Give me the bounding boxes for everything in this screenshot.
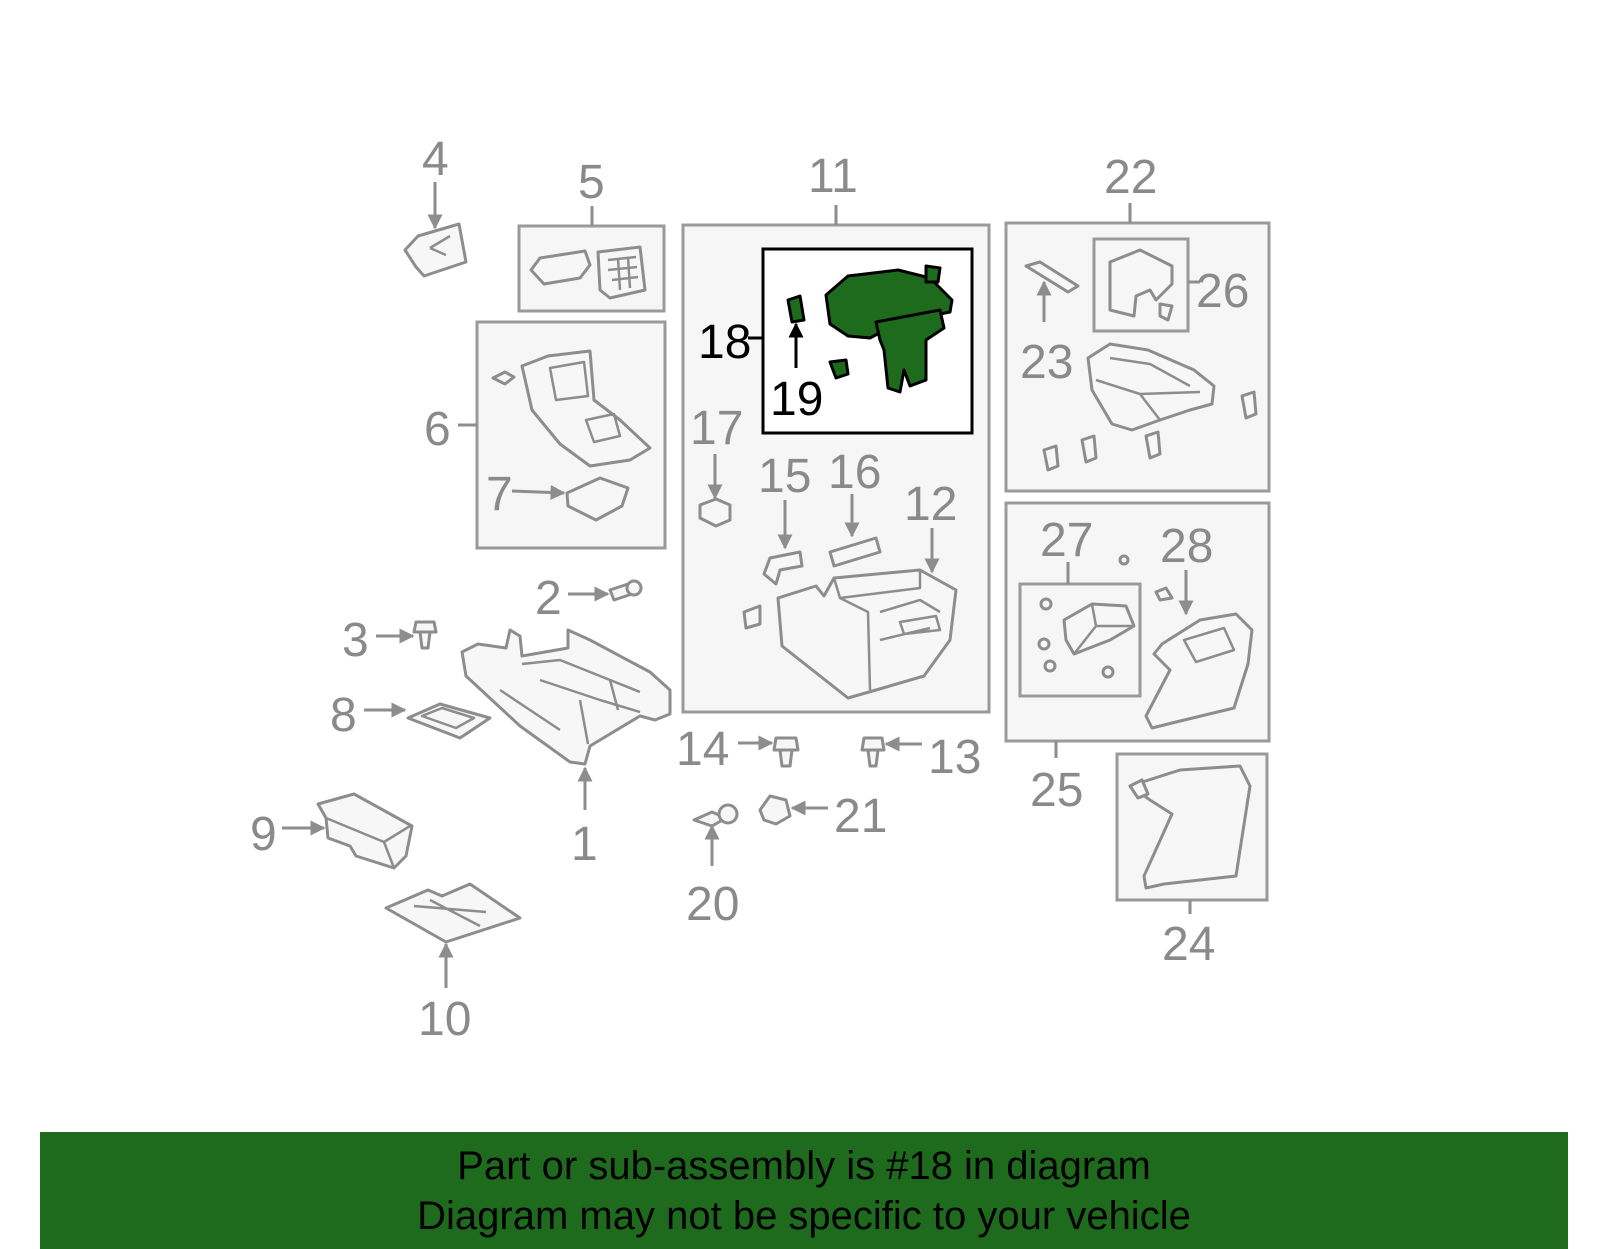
part-21-clip[interactable] [758, 794, 792, 826]
banner-line-part: Part or sub-assembly is #18 in diagram [457, 1143, 1151, 1188]
part-4-bracket[interactable] [403, 222, 468, 278]
callout-1: 1 [571, 818, 598, 871]
part-15-trim[interactable] [762, 550, 804, 586]
callout-18: 18 [698, 316, 751, 369]
callout-21: 21 [834, 790, 887, 843]
callout-23: 23 [1020, 336, 1073, 389]
callout-26: 26 [1196, 265, 1249, 318]
part-13-bolt[interactable] [860, 736, 886, 768]
part-1-console-base[interactable] [460, 628, 672, 766]
callout-24: 24 [1162, 918, 1215, 971]
callout-17: 17 [690, 402, 743, 455]
callout-14: 14 [676, 723, 729, 776]
callout-4: 4 [422, 133, 449, 186]
callout-27: 27 [1040, 514, 1093, 567]
part-24-side-panel[interactable] [1128, 764, 1252, 890]
part-28-side-panel[interactable] [1144, 586, 1254, 730]
callout-5: 5 [578, 156, 605, 209]
callout-25: 25 [1030, 764, 1083, 817]
callout-16: 16 [828, 446, 881, 499]
part-9-duct[interactable] [316, 792, 414, 870]
callout-15: 15 [758, 450, 811, 503]
leader-7 [511, 484, 566, 500]
callout-9: 9 [250, 808, 277, 861]
callout-20: 20 [686, 878, 739, 931]
part-26-cover[interactable] [1108, 248, 1174, 322]
callout-6: 6 [424, 403, 451, 456]
banner-line-disclaimer: Diagram may not be specific to your vehi… [417, 1193, 1191, 1238]
callout-3: 3 [342, 614, 369, 667]
part-6-console-panel[interactable] [491, 349, 652, 468]
part-7-mat[interactable] [565, 476, 630, 522]
callout-28: 28 [1160, 520, 1213, 573]
part-27-bin[interactable] [1037, 554, 1136, 679]
callout-12: 12 [904, 478, 957, 531]
callout-22: 22 [1104, 151, 1157, 204]
callout-8: 8 [330, 689, 357, 742]
part-14-bolt[interactable] [772, 736, 800, 768]
part-20-retainer[interactable] [692, 803, 739, 828]
part-22-panel[interactable] [1042, 342, 1258, 472]
callout-2: 2 [535, 572, 562, 625]
part-10-insulator[interactable] [384, 882, 522, 944]
part-5-switch-panel[interactable] [529, 245, 647, 300]
part-2-bolt[interactable] [608, 579, 643, 602]
callout-10: 10 [418, 993, 471, 1046]
callout-13: 13 [928, 731, 981, 784]
part-18-armrest-lid[interactable] [786, 264, 954, 394]
part-8-tray-mat[interactable] [406, 702, 492, 740]
part-3-bolt[interactable] [412, 620, 438, 650]
callout-19: 19 [770, 373, 823, 426]
part-12-console-box[interactable] [742, 568, 958, 700]
callout-11: 11 [808, 150, 858, 203]
part-23-strip[interactable] [1024, 260, 1080, 294]
info-banner: Part or sub-assembly is #18 in diagram D… [40, 1132, 1568, 1249]
callout-7: 7 [486, 468, 513, 521]
part-16-pad[interactable] [828, 536, 882, 568]
